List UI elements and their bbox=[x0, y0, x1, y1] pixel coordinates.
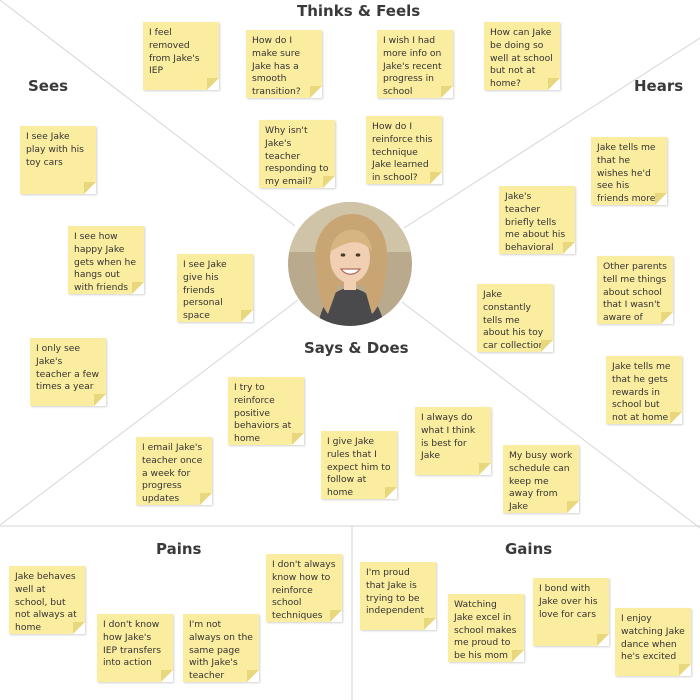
sticky-note: I only see Jake's teacher a few times a … bbox=[30, 338, 106, 406]
sticky-note: I see how happy Jake gets when he hangs … bbox=[68, 226, 144, 294]
divider-diagonal-top-left bbox=[0, 0, 296, 227]
sticky-note: I don't know how Jake's IEP transfers in… bbox=[97, 614, 173, 682]
sticky-note: Watching Jake excel in school makes me p… bbox=[448, 594, 524, 662]
sticky-note: I don't always know how to reinforce sch… bbox=[266, 554, 342, 622]
sticky-note: I wish I had more info on Jake's recent … bbox=[377, 30, 453, 98]
sticky-note: Jake behaves well at school, but not alw… bbox=[9, 566, 85, 634]
sticky-note: I try to reinforce positive behaviors at… bbox=[228, 377, 304, 445]
divider-diagonal-top-right bbox=[403, 37, 700, 229]
section-title-hears: Hears bbox=[634, 77, 684, 95]
sticky-note: I'm not always on the same page with Jak… bbox=[183, 614, 259, 682]
section-title-thinks-feels: Thinks & Feels bbox=[297, 2, 421, 20]
section-title-says-does: Says & Does bbox=[304, 339, 409, 357]
divider-diagonal-bottom-right bbox=[401, 301, 700, 529]
sticky-note: Jake tells me that he gets rewards in sc… bbox=[606, 356, 682, 424]
user-portrait-icon bbox=[288, 202, 412, 326]
sticky-note: Jake constantly tells me about his toy c… bbox=[477, 284, 553, 352]
sticky-note: I enjoy watching Jake dance when he's ex… bbox=[615, 608, 691, 676]
sticky-note: I see Jake give his friends personal spa… bbox=[177, 254, 253, 322]
sticky-note: My busy work schedule can keep me away f… bbox=[503, 445, 579, 513]
sticky-note: Jake's teacher briefly tells me about hi… bbox=[499, 186, 575, 254]
sticky-note: Jake tells me that he wishes he'd see hi… bbox=[591, 137, 667, 205]
sticky-note: I bond with Jake over his love for cars bbox=[533, 578, 609, 646]
sticky-note: I email Jake's teacher once a week for p… bbox=[136, 437, 212, 505]
avatar-illustration bbox=[288, 202, 412, 326]
sticky-note: I give Jake rules that I expect him to f… bbox=[321, 431, 397, 499]
section-title-sees: Sees bbox=[28, 77, 69, 95]
sticky-note: Other parents tell me things about schoo… bbox=[597, 256, 673, 324]
sticky-note: How do I reinforce this technique Jake l… bbox=[366, 116, 442, 184]
section-title-gains: Gains bbox=[505, 540, 553, 558]
section-title-pains: Pains bbox=[156, 540, 202, 558]
sticky-note: I'm proud that Jake is trying to be inde… bbox=[360, 562, 436, 630]
sticky-note: I always do what I think is best for Jak… bbox=[415, 407, 491, 475]
divider-diagonal-bottom-left bbox=[0, 299, 299, 526]
sticky-note: I feel removed from Jake's IEP bbox=[143, 22, 219, 90]
sticky-note: I see Jake play with his toy cars bbox=[20, 126, 96, 194]
sticky-note: How do I make sure Jake has a smooth tra… bbox=[246, 30, 322, 98]
sticky-note: Why isn't Jake's teacher responding to m… bbox=[259, 120, 335, 188]
sticky-note: How can Jake be doing so well at school … bbox=[484, 22, 560, 90]
